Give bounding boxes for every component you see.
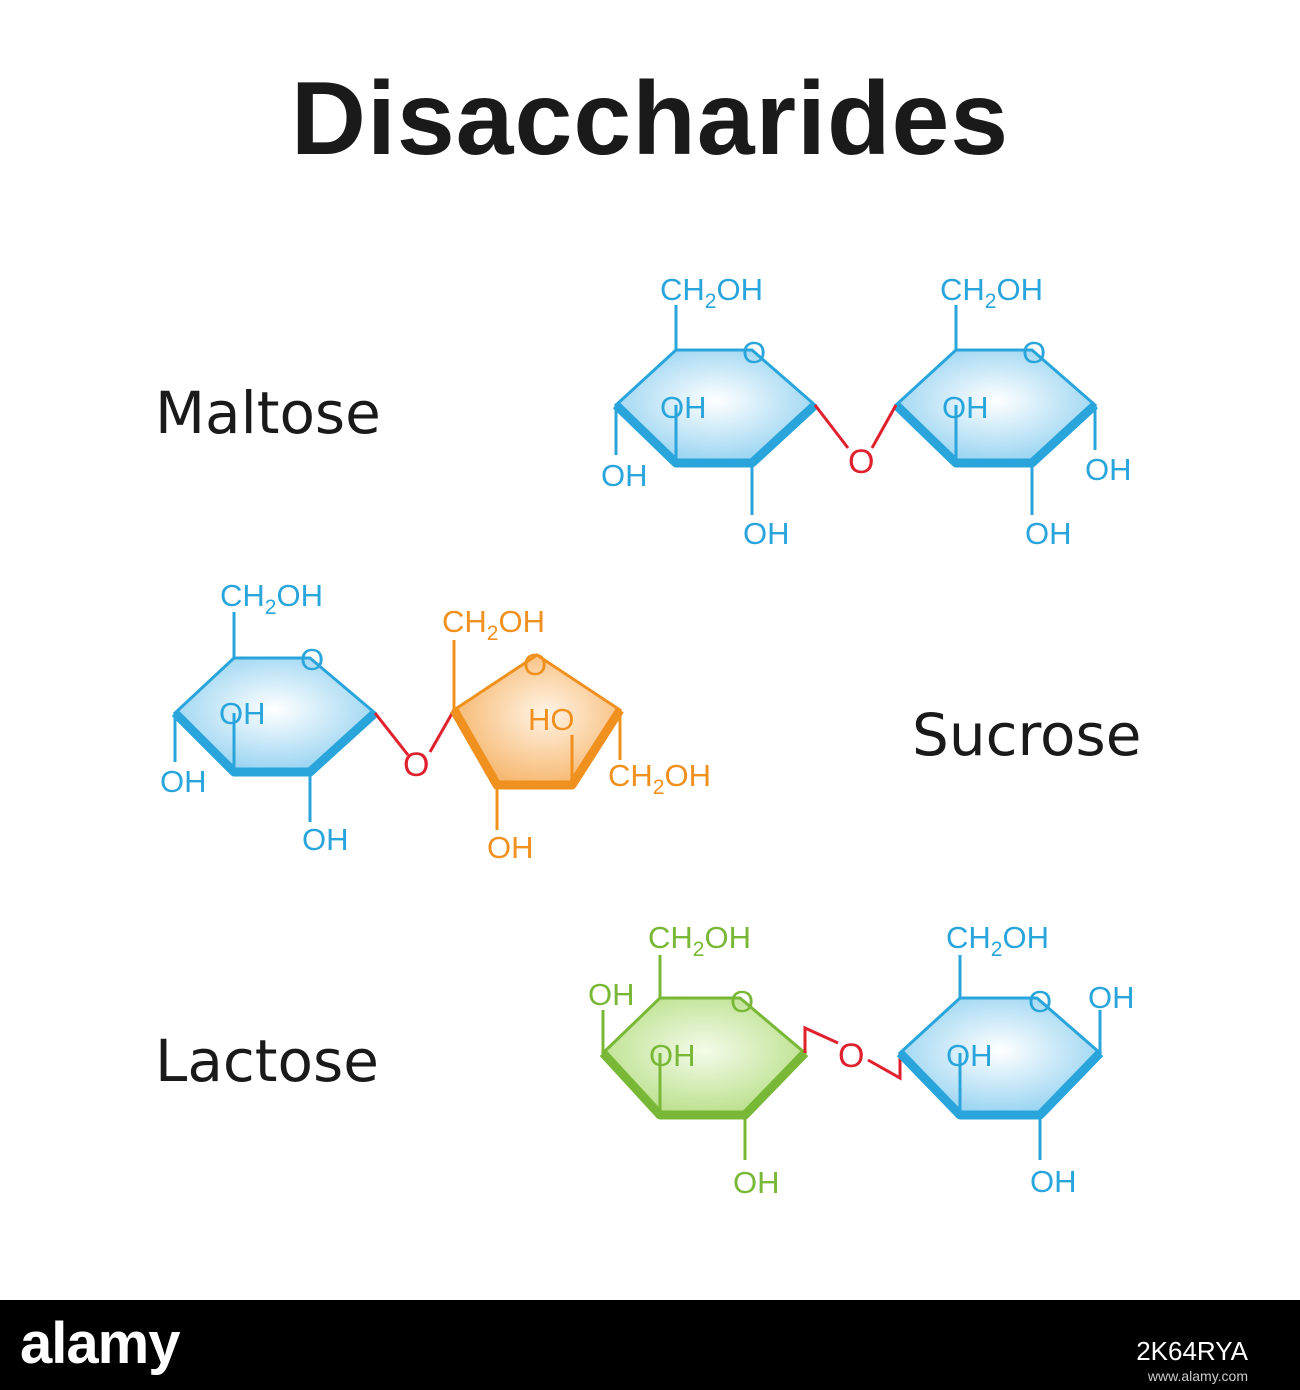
sucrose-bridge-oxygen: O [403,746,429,784]
maltose-glucose-ring-1 [612,305,819,515]
maltose-oh: OH [942,390,989,425]
lactose-oh: OH [946,1038,993,1073]
page-title: Disaccharides [290,61,1010,177]
sucrose-ch2oh-fructose-2: CH2OH [608,758,711,799]
sucrose-ho: HO [528,702,575,737]
sucrose-ch2oh-glucose: CH2OH [220,578,323,619]
lactose-glycosidic-bond [803,1025,902,1081]
maltose-oh: OH [1085,452,1132,487]
sucrose-glucose-ring [171,612,379,822]
lactose-ring-oxygen-galactose: O [730,984,754,1019]
sucrose-structure: CH2OH O OH OH OH O CH2OH O HO CH2OH OH [160,578,711,865]
lactose-oh: OH [733,1165,780,1200]
sucrose-glycosidic-bond [373,709,456,756]
watermark-bar: alamy 2K64RYA www.alamy.com [0,1300,1300,1390]
lactose-ch2oh-glucose: CH2OH [946,920,1049,961]
lactose-label: Lactose [155,1027,379,1095]
sucrose-oh: OH [487,830,534,865]
maltose-ch2oh-2: CH2OH [940,272,1043,313]
lactose-glucose-ring [896,955,1104,1160]
lactose-bridge-oxygen: O [838,1037,864,1075]
maltose-ring-oxygen-2: O [1022,335,1046,370]
sucrose-ch2oh-fructose-1: CH2OH [442,604,545,645]
site-url: www.alamy.com [1147,1368,1248,1384]
sucrose-fructose-ring [450,640,624,830]
sucrose-ring-oxygen-fructose: O [523,647,547,682]
maltose-ch2oh-1: CH2OH [660,272,763,313]
lactose-ch2oh-galactose: CH2OH [648,920,751,961]
sucrose-oh: OH [219,696,266,731]
maltose-oh: OH [743,516,790,551]
maltose-ring-oxygen-1: O [742,335,766,370]
maltose-oh: OH [601,458,648,493]
lactose-structure: CH2OH OH O OH OH O CH2OH O OH OH OH [588,920,1135,1200]
maltose-oh: OH [1025,516,1072,551]
image-id: 2K64RYA [1136,1336,1248,1366]
maltose-glycosidic-bond [813,404,898,449]
page: Disaccharides Maltose Sucrose Lactose [155,61,1142,1200]
maltose-structure: CH2OH CH2OH O O OH OH OH OH OH OH O [601,272,1132,551]
sucrose-oh: OH [302,822,349,857]
lactose-oh: OH [1088,980,1135,1015]
maltose-label: Maltose [155,379,381,447]
lactose-oh: OH [649,1038,696,1073]
sucrose-oh: OH [160,764,207,799]
maltose-bridge-oxygen: O [848,443,874,481]
maltose-oh: OH [660,390,707,425]
sucrose-label: Sucrose [912,701,1142,769]
maltose-glucose-ring-2 [892,305,1099,515]
sucrose-ring-oxygen-glucose: O [300,642,324,677]
alamy-logo: alamy [20,1311,180,1376]
molecule-diagrams: CH2OH CH2OH O O OH OH OH OH OH OH O [160,272,1135,1200]
lactose-galactose-ring [599,955,809,1160]
lactose-oh: OH [588,977,635,1012]
lactose-ring-oxygen-glucose: O [1028,984,1052,1019]
lactose-oh: OH [1030,1164,1077,1199]
